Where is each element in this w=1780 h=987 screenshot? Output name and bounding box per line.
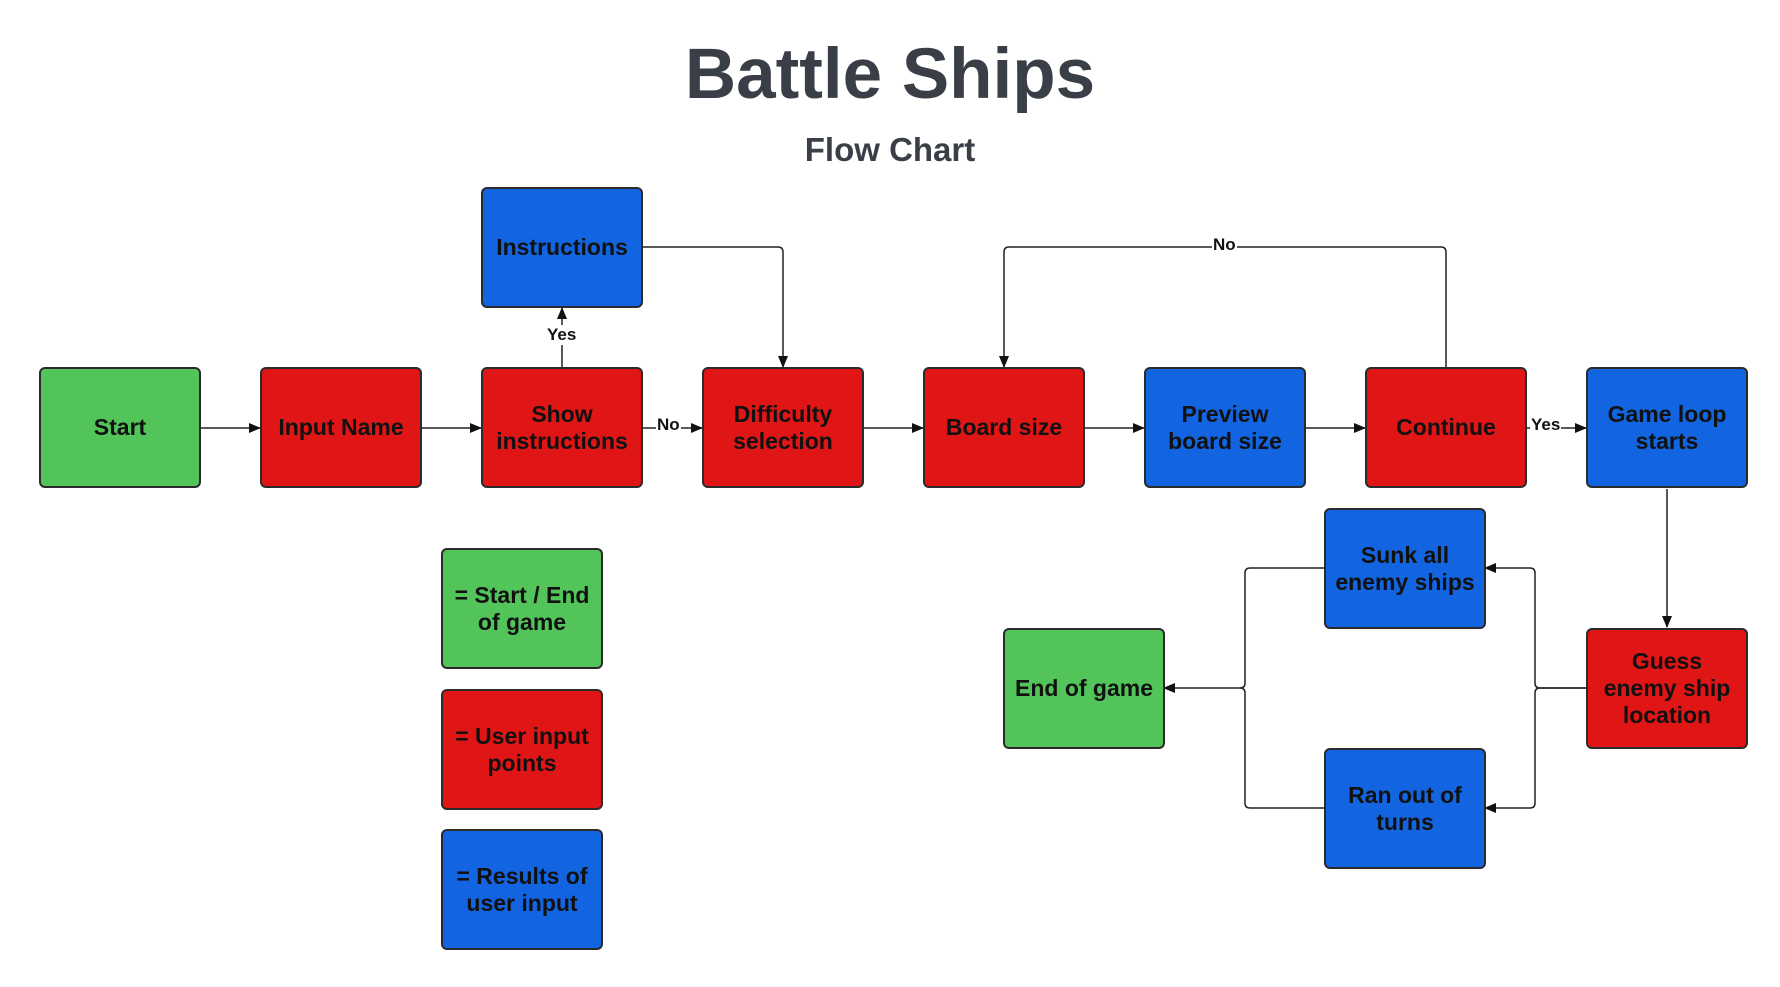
edge-label-no-instructions: No	[656, 415, 681, 435]
node-preview-board-size[interactable]: Preview board size	[1144, 367, 1306, 488]
node-difficulty-selection[interactable]: Difficulty selection	[702, 367, 864, 488]
node-game-loop-starts[interactable]: Game loop starts	[1586, 367, 1748, 488]
edge-ran-out-to-end	[1239, 687, 1324, 809]
edge-sunk-to-end	[1163, 567, 1324, 693]
node-end-of-game[interactable]: End of game	[1003, 628, 1165, 749]
node-end-of-game-label: End of game	[1014, 675, 1153, 701]
node-start-label: Start	[93, 414, 147, 440]
node-input-name-label: Input Name	[278, 414, 404, 440]
page-title: Battle Ships	[684, 35, 1096, 114]
node-continue[interactable]: Continue	[1365, 367, 1527, 488]
node-sunk-all-enemy-ships-label: Sunk all enemy ships	[1335, 541, 1475, 595]
node-preview-board-size-label: Preview board size	[1168, 400, 1282, 454]
node-ran-out-of-turns-label: Ran out of turns	[1348, 781, 1462, 835]
node-continue-label: Continue	[1396, 414, 1496, 440]
legend-results-label: = Results of user input	[456, 862, 588, 916]
node-game-loop-starts-label: Game loop starts	[1607, 400, 1727, 454]
node-guess-enemy-ship-location[interactable]: Guess enemy ship location	[1586, 628, 1748, 749]
node-sunk-all-enemy-ships[interactable]: Sunk all enemy ships	[1324, 508, 1486, 629]
legend-start-end-label: = Start / End of game	[454, 581, 590, 635]
node-instructions-label: Instructions	[496, 234, 628, 260]
legend-results: = Results of user input	[441, 829, 603, 950]
edge-label-yes-continue: Yes	[1530, 415, 1562, 435]
node-show-instructions[interactable]: Show instructions	[481, 367, 643, 488]
legend-user-input: = User input points	[441, 689, 603, 810]
node-ran-out-of-turns[interactable]: Ran out of turns	[1324, 748, 1486, 869]
node-board-size[interactable]: Board size	[923, 367, 1085, 488]
node-instructions[interactable]: Instructions	[481, 187, 643, 308]
edge-label-yes-instructions: Yes	[546, 325, 578, 345]
edge-guess-to-sunk	[1484, 563, 1586, 689]
edge-guess-to-ran-out	[1484, 687, 1586, 813]
node-guess-enemy-ship-location-label: Guess enemy ship location	[1603, 648, 1731, 728]
node-start[interactable]: Start	[39, 367, 201, 488]
node-board-size-label: Board size	[945, 414, 1063, 440]
edge-instructions-to-difficulty	[642, 246, 788, 368]
edge-continue-back-to-board-size	[999, 246, 1447, 368]
node-show-instructions-label: Show instructions	[496, 400, 628, 454]
page-subtitle: Flow Chart	[804, 131, 976, 168]
node-difficulty-selection-label: Difficulty selection	[733, 400, 833, 454]
legend-user-input-label: = User input points	[455, 722, 589, 776]
legend-start-end: = Start / End of game	[441, 548, 603, 669]
node-input-name[interactable]: Input Name	[260, 367, 422, 488]
edge-label-no-continue: No	[1212, 235, 1237, 255]
